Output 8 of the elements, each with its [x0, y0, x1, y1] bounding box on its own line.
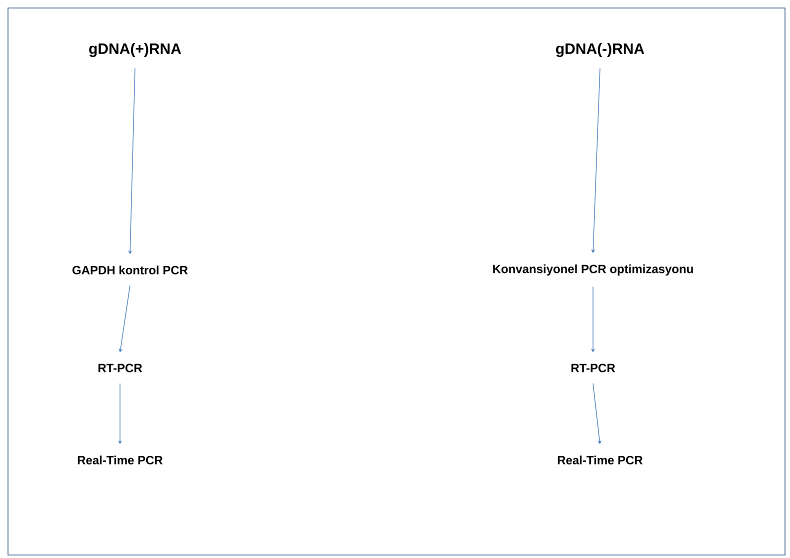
step-text: Konvansiyonel PCR optimizasyonu: [493, 264, 693, 276]
step-text: RT-PCR: [98, 364, 142, 372]
step-text: Real-Time PCR: [558, 456, 643, 464]
step-text: Real-Time PCR: [78, 456, 163, 464]
heading-text: gDNA(+)RNA: [89, 42, 182, 58]
step-text: RT-PCR: [571, 364, 616, 372]
step-text: GAPDH kontrol PCR: [72, 266, 188, 274]
heading-text: gDNA(-)RNA: [556, 42, 644, 58]
